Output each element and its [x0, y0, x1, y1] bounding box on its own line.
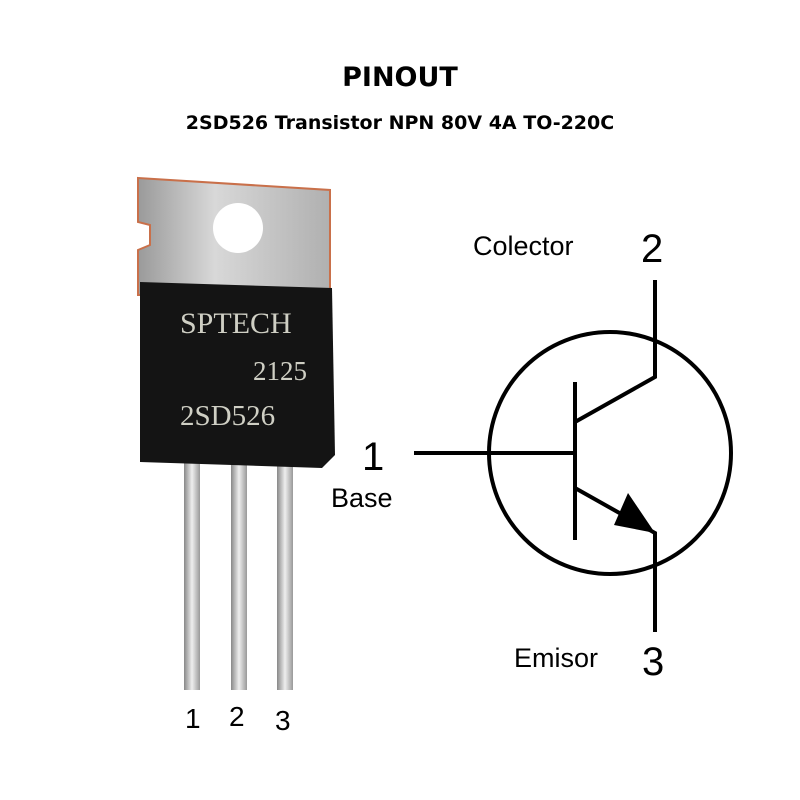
- emitter-lead: [574, 486, 657, 632]
- marking-part: 2SD526: [180, 400, 275, 432]
- collector-lead: [574, 280, 657, 424]
- transistor-package: [137, 176, 335, 690]
- marking-date: 2125: [253, 356, 307, 386]
- emitter-arrow-icon: [614, 493, 655, 533]
- collector-pin: 2: [641, 227, 663, 271]
- emitter-pin: 3: [642, 640, 664, 684]
- leg-3: [277, 445, 293, 690]
- black-body: [140, 282, 335, 468]
- emitter-label: Emisor: [514, 643, 598, 673]
- collector-label: Colector: [473, 231, 574, 261]
- leg-1: [184, 445, 200, 690]
- base-label: Base: [331, 483, 393, 513]
- mounting-hole: [213, 203, 263, 253]
- pin-label-1: 1: [185, 703, 201, 734]
- leg-2: [231, 445, 247, 690]
- base-pin: 1: [362, 435, 384, 479]
- pin-label-3: 3: [275, 705, 291, 736]
- page-title: PINOUT: [342, 62, 458, 93]
- marking-brand: SPTECH: [180, 307, 292, 340]
- page-subtitle: 2SD526 Transistor NPN 80V 4A TO-220C: [185, 112, 615, 134]
- npn-symbol: [414, 280, 733, 632]
- pin-label-2: 2: [229, 701, 245, 732]
